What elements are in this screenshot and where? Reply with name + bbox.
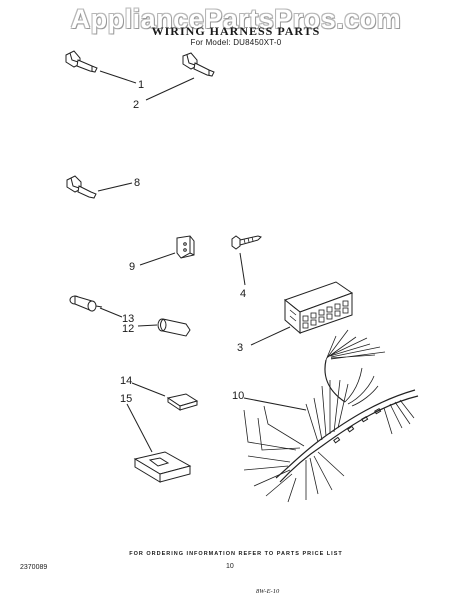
model-subtitle: For Model: DU8450XT-0 <box>190 38 282 47</box>
leader-10 <box>243 397 307 411</box>
part-3-connector-block[interactable] <box>283 281 354 335</box>
watermark-text: AppliancePartsPros.com <box>70 4 402 34</box>
callout-3: 3 <box>237 342 243 354</box>
part-2-terminal[interactable] <box>182 52 215 77</box>
part-9-connector[interactable] <box>176 235 195 259</box>
leader-8 <box>97 182 133 192</box>
callout-8: 8 <box>134 177 140 189</box>
callout-15: 15 <box>120 393 132 405</box>
part-4-screw[interactable] <box>231 235 262 250</box>
part-15-housing[interactable] <box>133 451 192 483</box>
leader-15 <box>126 403 153 453</box>
leader-4 <box>239 252 246 286</box>
callout-12: 12 <box>122 323 134 335</box>
part-8-terminal[interactable] <box>66 175 97 199</box>
leader-1 <box>99 70 137 84</box>
leader-12 <box>137 324 158 327</box>
part-13-sleeve[interactable] <box>69 295 103 312</box>
page-number: 10 <box>226 563 234 570</box>
document-number: 2370089 <box>20 564 48 571</box>
callout-14: 14 <box>120 375 132 387</box>
part-14-terminal-block[interactable] <box>166 393 199 411</box>
part-10-wiring-harness[interactable] <box>243 329 419 503</box>
callout-13: 13 <box>122 313 134 325</box>
part-1-terminal[interactable] <box>65 50 98 73</box>
part-12-plug[interactable] <box>157 318 191 337</box>
callout-4: 4 <box>240 288 246 300</box>
signature-mark: 8W-E-10 <box>256 588 280 595</box>
callout-9: 9 <box>129 261 135 273</box>
leader-13 <box>99 307 123 318</box>
page-title: WIRING HARNESS PARTS <box>151 24 321 38</box>
leader-3 <box>250 326 291 346</box>
leader-2 <box>145 77 195 101</box>
callout-1: 1 <box>138 79 144 91</box>
ordering-note: FOR ORDERING INFORMATION REFER TO PARTS … <box>129 551 343 557</box>
leader-14 <box>131 382 166 397</box>
callout-10: 10 <box>232 390 244 402</box>
callout-2: 2 <box>133 99 139 111</box>
leader-9 <box>139 252 176 266</box>
